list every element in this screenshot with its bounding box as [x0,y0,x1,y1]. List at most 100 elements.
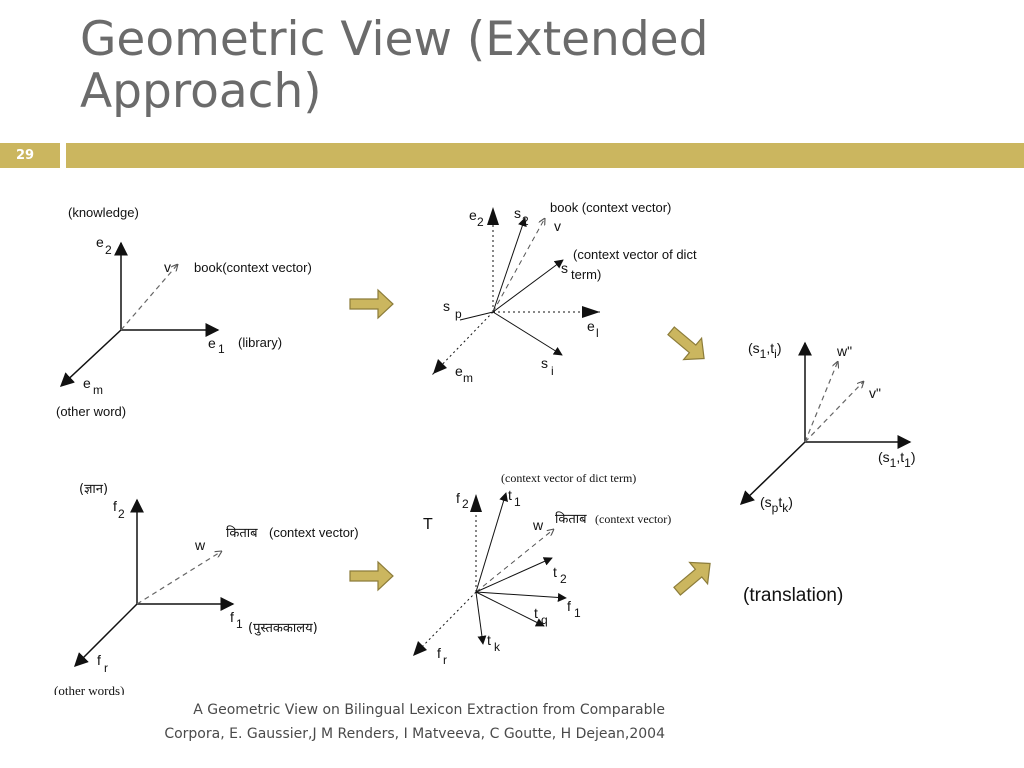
vector-tk-subscript: k [494,640,501,654]
vector-si-label: s [541,355,548,371]
panel-right: (s1,ti) w" v" (s1,t1) (sptk) (translatio… [739,340,916,606]
vector-w [136,551,222,605]
vector-w-label: w [532,517,544,533]
axis-em-subscript: m [93,383,103,397]
label-other-word: (other word) [56,404,126,419]
axis-f2-label: f [113,498,117,514]
axis-em-subscript: m [463,371,473,385]
axis-e2-label: e [469,207,477,223]
vector-w2-label: w" [836,343,852,359]
axis-right-label: (s1,t1) [878,449,916,470]
axis-fr-label: f [97,652,101,668]
label-dict-term-line-2: term) [571,267,601,282]
axis-fr-subscript: r [443,653,447,667]
axis-em [59,329,122,387]
slide-title: Geometric View (Extended Approach) [80,14,980,118]
vector-t2-subscript: 2 [560,572,567,586]
vector-s2 [492,217,527,313]
axis-fr-arrowhead [413,641,427,656]
vector-w [475,529,554,593]
vector-sp-label: s [443,298,450,314]
axis-em-label: e [83,375,91,391]
axis-e2-subscript: 2 [105,243,112,257]
label-dict-term-line-1: (context vector of dict [573,247,697,262]
axis-top-label: (s1,ti) [748,340,781,361]
label-book: book (context vector) [550,200,671,215]
label-gyan: (ज्ञान) [79,482,108,497]
title-line-2: Approach) [80,64,322,119]
axis-em-label: e [455,363,463,379]
label-pustakalay: (पुस्तककालय) [248,621,318,636]
vector-sp [459,311,494,321]
flow-arrows [349,288,711,596]
vector-sp-subscript: p [455,307,462,321]
vector-w-label: w [194,537,206,553]
vector-v2 [804,381,864,443]
caption-line-2: Corpora, E. Gaussier,J M Renders, I Matv… [164,726,665,742]
label-dict-term: (context vector of dict term) [501,471,636,485]
axis-e1-label: e [208,335,216,351]
panel-top-left: (knowledge) e 2 v book(context vector) e… [56,205,312,419]
panel-bottom-left: (ज्ञान) f 2 किताब (context vector) w f 1… [54,482,359,695]
axis-f2-label: f [456,490,460,506]
label-other-words: (other words) [54,683,124,695]
label-translation: (translation) [743,585,843,606]
axis-fr-subscript: r [104,661,108,675]
panel-top-middle: e 2 s 2 book (context vector) v (context… [431,200,697,385]
vector-v [120,264,178,331]
label-T: T [423,516,433,533]
label-library: (library) [238,335,282,350]
vector-s-label: s [561,260,568,276]
axis-e2-subscript: 2 [477,215,484,229]
vector-tk-label: t [487,632,491,648]
label-context-vector: (context vector) [595,512,671,526]
axis-e1-subscript: 1 [218,342,225,356]
axis-el-arrowhead [582,306,600,318]
axis-f2-subscript: 2 [118,507,125,521]
vector-v-label: v [554,218,561,234]
axis-fr-label: f [437,645,441,661]
vector-si-subscript: i [551,364,554,378]
axis-el-subscript: l [596,326,599,340]
axis-em-arrowhead [433,359,447,374]
title-accent-bar [66,143,1024,168]
axis-e2-arrowhead [487,207,499,225]
page-number: 29 [0,143,60,168]
block-arrow-top-left [349,288,394,320]
vector-t1-label: t [508,487,512,503]
vector-t2 [475,557,553,593]
label-kitab: किताब [226,525,258,541]
vector-tq-subscript: q [541,613,548,627]
block-arrow-bottom-left [349,560,394,592]
geometric-view-diagram: (knowledge) e 2 v book(context vector) e… [54,200,916,695]
axis-f1-subscript: 1 [574,606,581,620]
vector-t1-subscript: 1 [514,495,521,509]
axis-f2-arrowhead [470,494,482,512]
label-knowledge: (knowledge) [68,205,139,220]
vector-s2-label: s [514,205,521,221]
citation-caption: A Geometric View on Bilingual Lexicon Ex… [40,698,665,746]
title-line-1: Geometric View (Extended [80,12,709,67]
vector-w2 [804,361,838,443]
axis-fr [74,603,138,667]
axis-diagonal-label: (sptk) [760,494,793,515]
axis-el-label: e [587,318,595,334]
vector-tq [475,591,545,627]
axis-f1-subscript: 1 [236,617,243,631]
vector-t1 [475,492,508,593]
block-arrow-top-right [667,326,705,361]
vector-f1 [475,591,567,602]
panel-bottom-middle: (context vector of dict term) f 2 t 1 T … [412,471,671,667]
label-kitab: किताब [555,511,587,527]
axis-f1-label: f [230,609,234,625]
label-context-vector: (context vector) [269,525,359,540]
vector-tk [475,591,487,645]
vector-v2-label: v" [869,385,881,401]
vector-si [492,311,563,356]
vector-s2-subscript: 2 [522,214,529,228]
vector-s [492,259,564,313]
caption-line-1: A Geometric View on Bilingual Lexicon Ex… [193,702,665,718]
vector-t2-label: t [553,564,557,580]
vector-v [492,218,545,313]
label-book: book(context vector) [194,260,312,275]
